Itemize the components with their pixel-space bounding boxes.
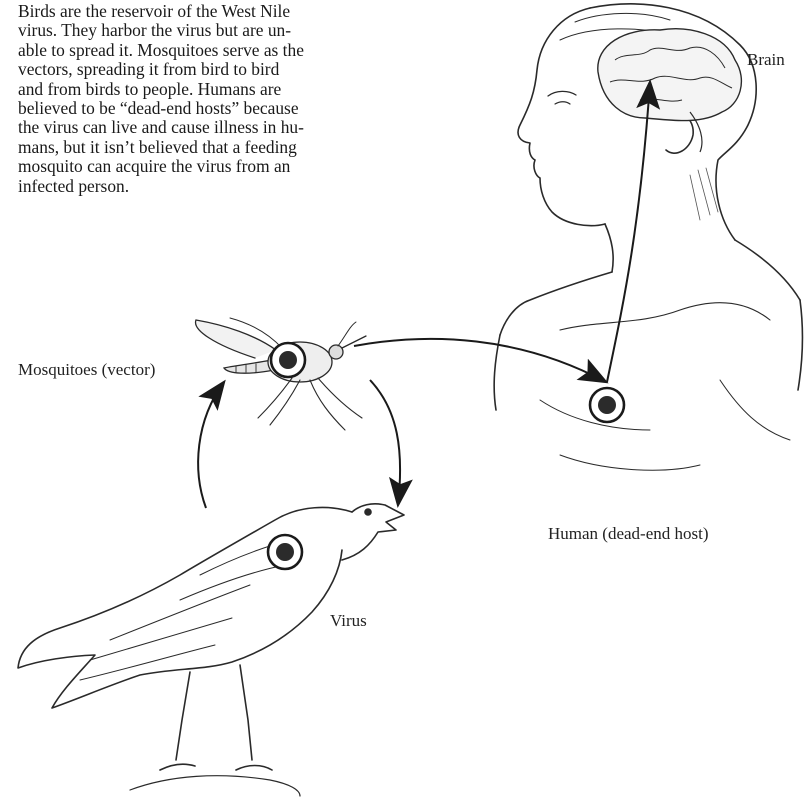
arrow-mosquito-to-human: [354, 339, 606, 382]
arrow-bird-to-mosquito: [198, 382, 224, 508]
virus-marker-icon: [590, 388, 624, 422]
brain-label: Brain: [747, 50, 785, 70]
bird-figure: [18, 504, 404, 796]
arrow-mosquito-to-bird: [370, 380, 400, 505]
arrow-human-to-brain: [607, 82, 650, 382]
mosquito-label: Mosquitoes (vector): [18, 360, 155, 380]
virus-label: Virus: [330, 611, 367, 631]
human-label: Human (dead-end host): [548, 524, 709, 544]
brain: [598, 29, 742, 152]
virus-marker-icon: [271, 343, 305, 377]
virus-marker-icon: [268, 535, 302, 569]
